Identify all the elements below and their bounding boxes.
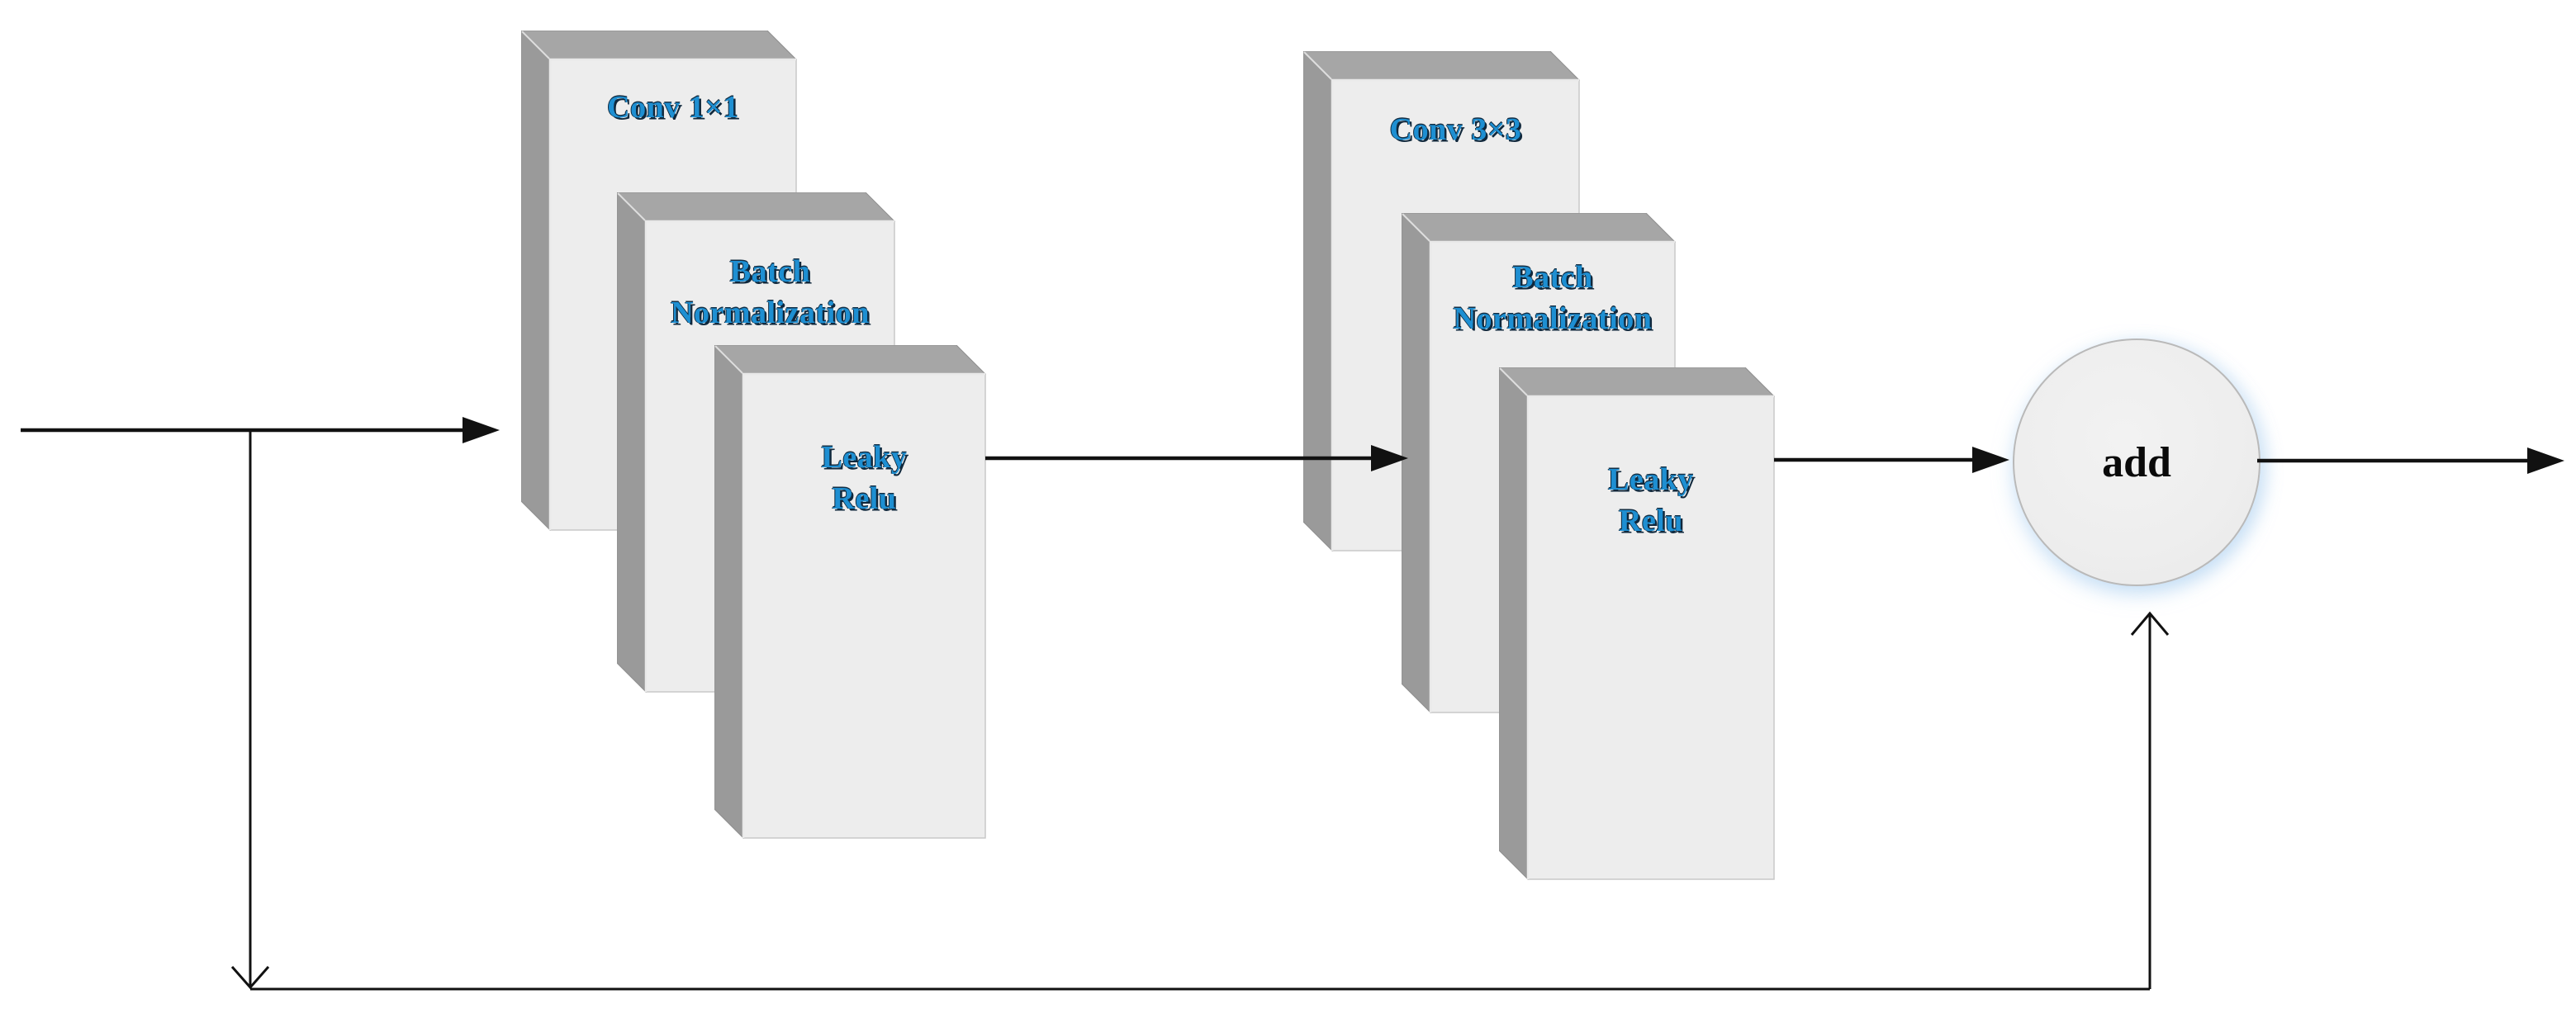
leakyrelu2-front-face	[1527, 395, 1775, 880]
label-conv1x1: Conv 1×1	[607, 90, 739, 125]
add-node: add	[2013, 338, 2261, 586]
conv3x3-seam	[1331, 78, 1579, 551]
block-leakyrelu-1	[714, 345, 986, 839]
leakyrelu2-seam	[1526, 395, 1774, 879]
label-conv3x3: Conv 3×3	[1389, 112, 1522, 147]
label-leakyrelu-2-line2: Relu	[1619, 504, 1683, 538]
batchnorm1-top-face	[617, 192, 895, 222]
batchnorm2-top-face	[1402, 213, 1676, 243]
batchnorm1-corner-seam	[617, 192, 646, 221]
leakyrelu1-corner-seam	[714, 345, 743, 374]
leakyrelu1-slab-shape	[714, 345, 986, 839]
batchnorm2-corner-seam	[1402, 213, 1430, 242]
conv1x1-left-face	[521, 31, 551, 531]
label-leakyrelu-1-line2: Relu	[832, 481, 897, 516]
conv1x1-corner-seam	[521, 31, 550, 59]
batchnorm2-seam	[1429, 240, 1675, 712]
batchnorm1-seam	[644, 220, 894, 692]
label-batchnorm-2-line1: Batch	[1512, 260, 1593, 295]
leakyrelu1-left-face	[714, 345, 744, 839]
batchnorm2-left-face	[1402, 213, 1431, 713]
label-batchnorm-1-line2: Normalization	[671, 296, 870, 330]
label-batchnorm-1: Batch Normalization	[646, 251, 894, 334]
leakyrelu1-seam	[742, 372, 985, 838]
label-batchnorm-1-line1: Batch	[729, 254, 811, 289]
label-leakyrelu-2-line1: Leaky	[1608, 462, 1694, 497]
conv1x1-seam	[548, 58, 796, 530]
leakyrelu2-top-face	[1499, 367, 1775, 397]
add-node-label: add	[2102, 438, 2171, 486]
batchnorm1-left-face	[617, 192, 647, 693]
output-arrowhead	[2527, 447, 2564, 474]
label-batchnorm-2-line2: Normalization	[1453, 301, 1653, 336]
conv1x1-top-face	[521, 31, 797, 60]
label-leakyrelu-1-line1: Leaky	[821, 440, 908, 475]
leakyrelu2-slab-shape	[1499, 367, 1775, 880]
label-leakyrelu-1: Leaky Relu	[743, 437, 985, 519]
input-arrowhead	[463, 417, 500, 443]
conv3x3-top-face	[1303, 51, 1580, 81]
leakyrelu1-front-face	[742, 373, 986, 839]
leakyrelu2-left-face	[1499, 367, 1529, 880]
conv3x3-corner-seam	[1303, 51, 1332, 80]
skip-down-arrowhead	[230, 966, 270, 990]
label-batchnorm-2: Batch Normalization	[1430, 257, 1675, 339]
block-leakyrelu-2	[1499, 367, 1775, 880]
skip-up-arrowhead	[2130, 611, 2170, 636]
conv3x3-left-face	[1303, 51, 1333, 552]
leakyrelu1-top-face	[714, 345, 986, 375]
leakyrelu2-corner-seam	[1499, 367, 1528, 396]
conv3x3-to-add-arrowhead	[1972, 447, 2009, 473]
label-leakyrelu-2: Leaky Relu	[1528, 459, 1774, 542]
